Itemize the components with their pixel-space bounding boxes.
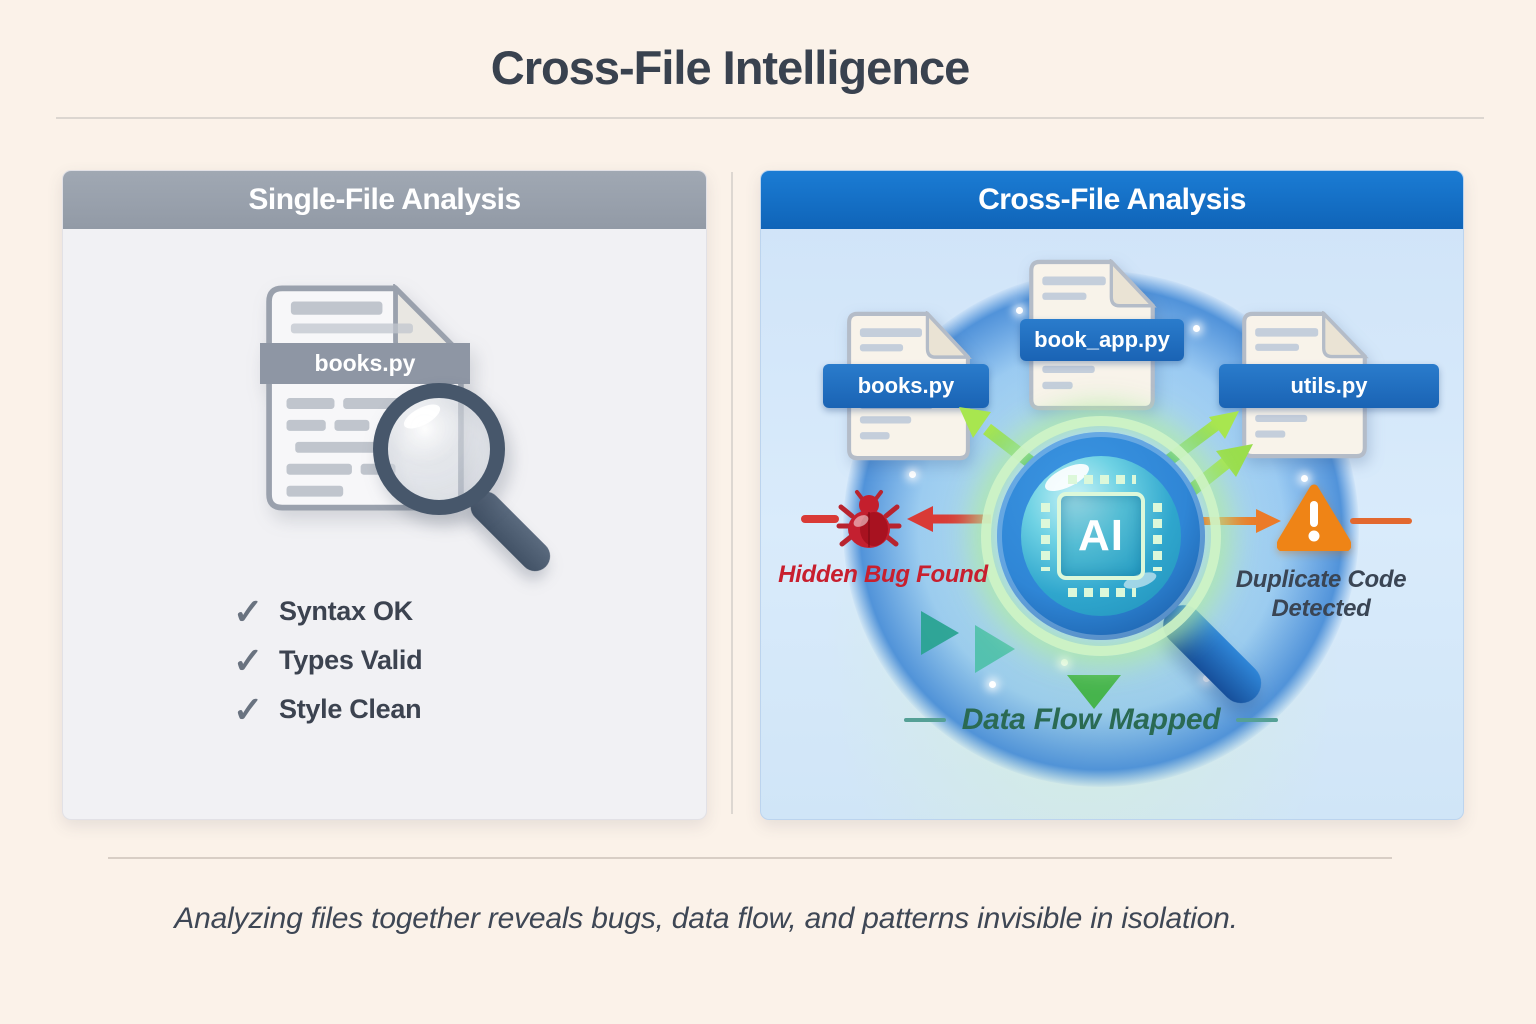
- single-file-panel-body: books.py ✓ Syntax OK ✓ Types Valid ✓ Sty…: [63, 229, 706, 819]
- check-label: Types Valid: [279, 645, 423, 675]
- warning-triangle-icon: [1277, 484, 1351, 551]
- magnifier-icon: [373, 383, 505, 515]
- ai-chip-icon: AI: [1057, 492, 1145, 580]
- teal-chevron: [921, 611, 959, 655]
- sparkle-dot: [1203, 675, 1210, 682]
- dash-left: [903, 718, 946, 722]
- sparkle-dot: [909, 471, 916, 478]
- sparkle-dot: [1301, 475, 1308, 482]
- bug-icon: [836, 490, 902, 548]
- sparkle-dot: [989, 681, 996, 688]
- sparkle-dot: [1193, 325, 1200, 332]
- file-label-book-app: book_app.py: [1020, 319, 1184, 361]
- check-label: Style Clean: [279, 694, 422, 724]
- check-icon: ✓: [233, 688, 264, 730]
- cross-file-panel-body: books.py book_app.py utils.py: [761, 229, 1463, 819]
- check-icon: ✓: [233, 590, 264, 632]
- sparkle-dot: [1016, 307, 1023, 314]
- file-label-utils: utils.py: [1219, 364, 1439, 408]
- check-label: Syntax OK: [279, 596, 413, 626]
- panel-divider: [731, 172, 733, 814]
- finding-hidden-bug: Hidden Bug Found: [778, 561, 988, 588]
- finding-data-flow: Data Flow Mapped: [791, 703, 1391, 737]
- check-row-syntax: ✓ Syntax OK: [233, 587, 422, 636]
- sparkle-dot: [1061, 659, 1068, 666]
- chip-pins: [1068, 588, 1136, 597]
- dash-right: [1236, 718, 1279, 722]
- cross-file-analysis-panel: Cross-File Analysis: [760, 170, 1464, 820]
- document-icon: books.py: [256, 282, 474, 512]
- magnifier-glow: [981, 416, 1221, 656]
- top-divider: [56, 117, 1484, 119]
- chip-pins: [1041, 503, 1050, 571]
- ai-chip-label: AI: [1078, 511, 1124, 560]
- chip-pins: [1068, 475, 1136, 484]
- check-row-types: ✓ Types Valid: [233, 636, 423, 685]
- finding-data-flow-label: Data Flow Mapped: [961, 703, 1221, 736]
- single-file-analysis-panel: Single-File Analysis: [62, 170, 707, 820]
- file-label-books: books.py: [823, 364, 989, 408]
- check-list: ✓ Syntax OK ✓ Types Valid ✓ Style Clean: [233, 587, 423, 734]
- bottom-divider: [108, 857, 1392, 859]
- single-file-panel-header: Single-File Analysis: [63, 171, 706, 229]
- teal-chevron: [975, 625, 1015, 673]
- cross-file-panel-header: Cross-File Analysis: [761, 171, 1463, 229]
- check-icon: ✓: [233, 639, 264, 681]
- page-title: Cross-File Intelligence: [490, 41, 970, 94]
- caption-text: Analyzing files together reveals bugs, d…: [174, 902, 1238, 935]
- file-name-banner: books.py: [260, 343, 470, 384]
- finding-duplicate-code: Duplicate Code Detected: [1235, 566, 1407, 622]
- check-row-style: ✓ Style Clean: [233, 685, 422, 734]
- chip-pins: [1153, 503, 1162, 571]
